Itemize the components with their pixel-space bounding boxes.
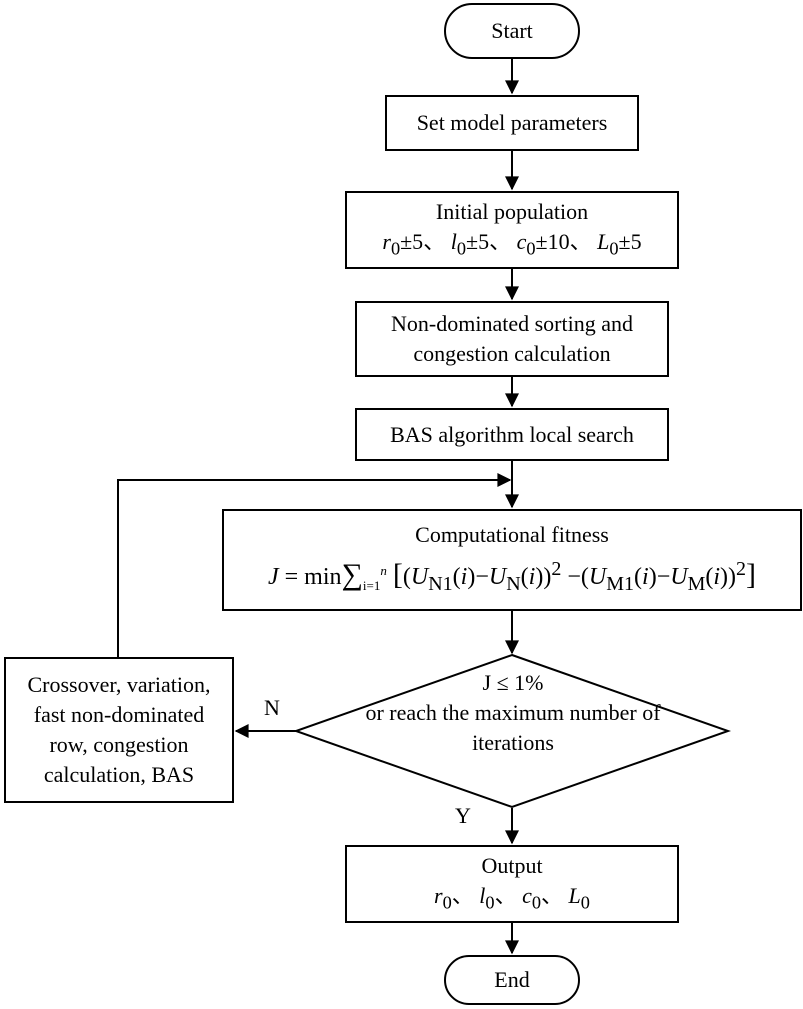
fitness-title: Computational fitness — [415, 521, 609, 547]
fitness-box: Computational fitness J = min∑i=1n [(UN1… — [222, 509, 802, 611]
var-L: L — [597, 228, 610, 254]
set-params-label: Set model parameters — [416, 110, 608, 135]
bas-label: BAS algorithm local search — [390, 421, 634, 447]
branch-no-label: N — [264, 695, 280, 720]
decision-line-2: or reach the maximum number of — [365, 700, 661, 725]
crossover-line-3: row, congestion — [49, 732, 189, 757]
decision-line-1: J ≤ 1% — [482, 670, 544, 695]
crossover-line-1: Crossover, variation, — [27, 672, 211, 697]
output-box: Output r0、 l0、 c0、 L0 — [345, 845, 679, 923]
var-l: l — [450, 228, 457, 254]
end-label: End — [494, 967, 530, 992]
fitness-formula: J = min∑i=1n [(UN1(i)−UN(i))2 −(UM1(i)−U… — [267, 557, 757, 595]
crossover-line-4: calculation, BAS — [43, 762, 195, 787]
start-node: Start — [444, 3, 580, 59]
nds-box: Non-dominated sorting and congestion cal… — [355, 301, 669, 377]
output-vars: r0、 l0、 c0、 L0 — [434, 882, 590, 913]
initial-population-ranges: r0±5、 l0±5、 c0±10、 L0±5 — [382, 228, 642, 259]
decision-text: J ≤ 1% or reach the maximum number of it… — [296, 668, 730, 758]
var-r: r — [382, 228, 391, 254]
var-c: c — [516, 228, 527, 254]
end-node: End — [444, 955, 580, 1005]
nds-line-2: congestion calculation — [413, 341, 611, 366]
nds-line-1: Non-dominated sorting and — [391, 311, 633, 336]
bas-box: BAS algorithm local search — [355, 408, 669, 461]
set-params-box: Set model parameters — [385, 95, 639, 151]
initial-population-title: Initial population — [435, 198, 589, 224]
output-title: Output — [481, 852, 543, 878]
branch-yes-label: Y — [455, 803, 471, 828]
initial-population-box: Initial population r0±5、 l0±5、 c0±10、 L0… — [345, 191, 679, 269]
arrow-crossover-loop — [117, 473, 512, 658]
crossover-line-2: fast non-dominated — [33, 702, 205, 727]
decision-diamond — [292, 653, 732, 809]
crossover-box: Crossover, variation, fast non-dominated… — [4, 657, 234, 803]
decision-line-3: iterations — [472, 730, 554, 755]
start-label: Start — [491, 18, 533, 43]
